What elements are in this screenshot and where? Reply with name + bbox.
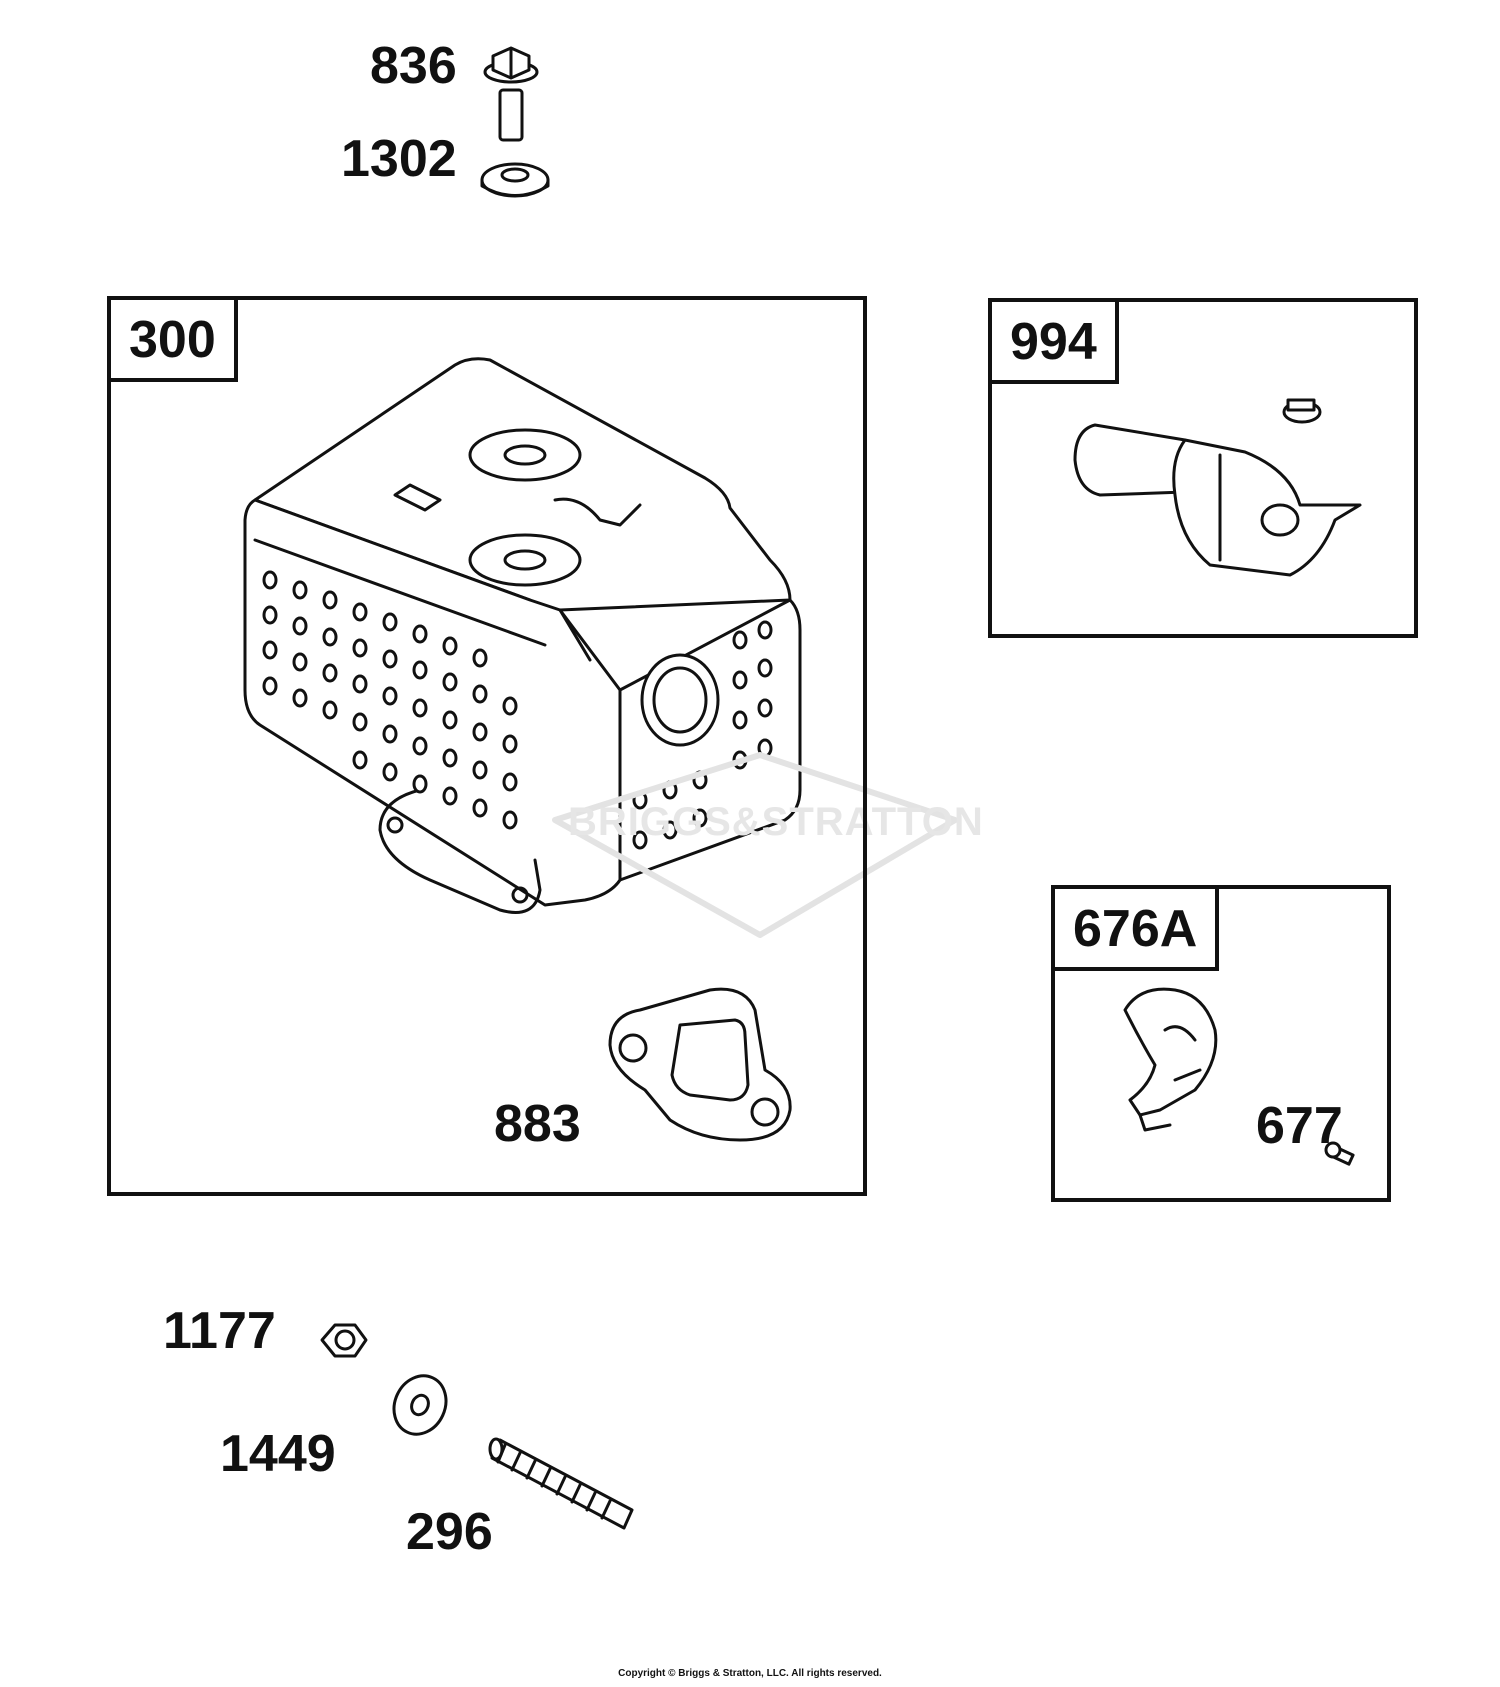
- part-label-1302[interactable]: 1302: [341, 130, 457, 188]
- kit-label-676a[interactable]: 676A: [1055, 889, 1220, 971]
- bolt-icon[interactable]: [483, 46, 539, 142]
- washer-icon[interactable]: [385, 1367, 456, 1443]
- perforation-pattern: [262, 570, 773, 850]
- stud-icon[interactable]: [488, 1437, 634, 1530]
- kit-box-994: 994: [988, 298, 1418, 638]
- part-label-296[interactable]: 296: [406, 1503, 493, 1561]
- nut-icon[interactable]: [320, 1323, 368, 1358]
- screw-icon[interactable]: [1324, 1141, 1355, 1166]
- brand-emblem: [552, 752, 958, 938]
- kit-box-300: 300: [107, 296, 867, 1196]
- kit-label-300[interactable]: 300: [111, 300, 238, 382]
- muffler-icon[interactable]: [243, 357, 802, 914]
- part-label-677[interactable]: 677: [1256, 1097, 1343, 1155]
- part-label-1449[interactable]: 1449: [220, 1425, 336, 1483]
- guard-icon[interactable]: [1123, 987, 1218, 1132]
- gasket-icon[interactable]: [608, 987, 792, 1142]
- kit-label-994[interactable]: 994: [992, 302, 1119, 384]
- copyright-notice: Copyright © Briggs & Stratton, LLC. All …: [618, 1668, 882, 1679]
- part-label-1177[interactable]: 1177: [163, 1302, 276, 1360]
- part-label-836[interactable]: 836: [370, 37, 457, 95]
- deflector-icon[interactable]: [1073, 398, 1362, 577]
- washer-icon[interactable]: [480, 162, 550, 198]
- kit-box-676a: 676A: [1051, 885, 1391, 1202]
- part-label-883[interactable]: 883: [494, 1095, 581, 1153]
- watermark: BRIGGS&STRATTON: [568, 800, 984, 844]
